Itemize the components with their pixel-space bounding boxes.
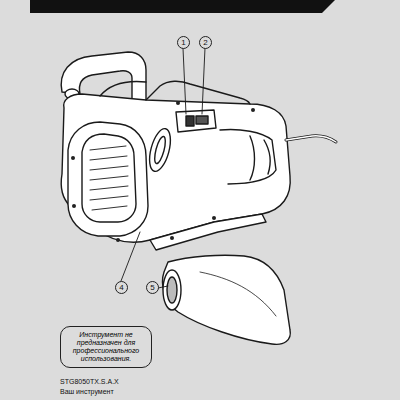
callout-number: 5: [146, 281, 159, 294]
dust-bag: [163, 255, 291, 344]
callout-number: 2: [199, 36, 212, 49]
footer-text: Ваш инструмент: [60, 388, 114, 395]
leader-lines: [121, 48, 205, 288]
sander-body: [61, 52, 336, 250]
header-bar: [30, 0, 335, 13]
model-code: STG8050TX.S.A.X: [60, 378, 119, 385]
note-text: Инструмент не предназначен для профессио…: [67, 331, 145, 363]
callout-number: 4: [115, 281, 128, 294]
callout-number: 1: [177, 36, 190, 49]
note-box: Инструмент не предназначен для профессио…: [60, 326, 152, 368]
